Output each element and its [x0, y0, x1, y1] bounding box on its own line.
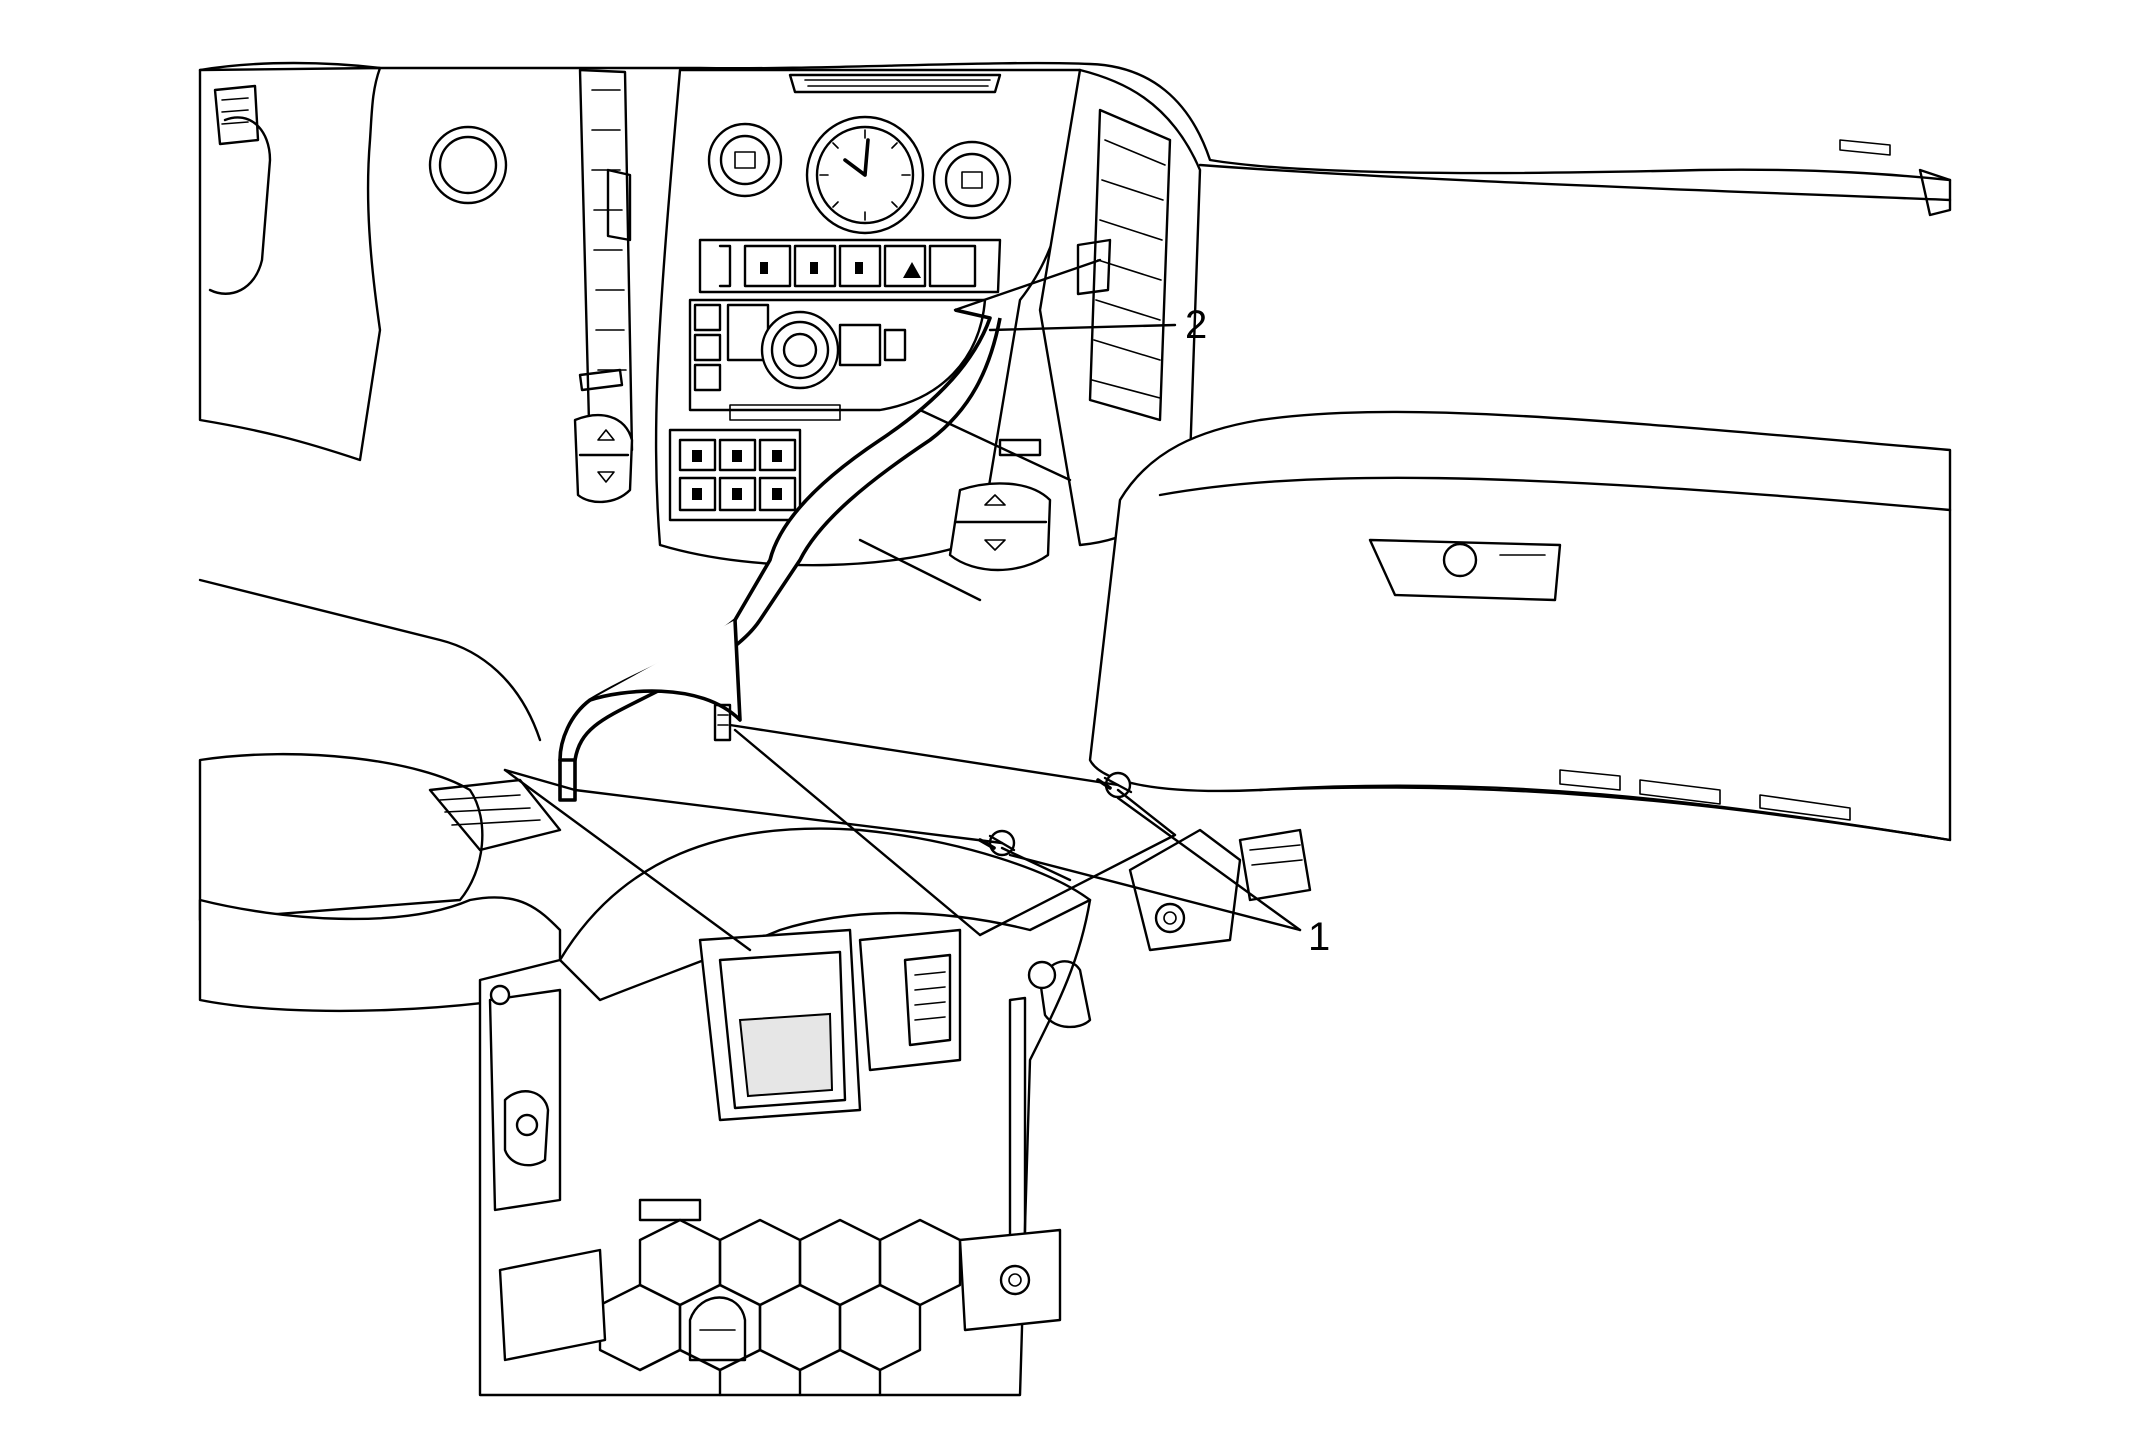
console-bracket — [478, 827, 1092, 1397]
callout-2: 2 — [988, 303, 1207, 347]
callout-label-1: 1 — [1308, 915, 1330, 959]
center-trim-panel — [558, 308, 1002, 802]
right-lower-bracket — [1128, 828, 1312, 952]
instrument-panel-upper — [198, 61, 1952, 504]
right-dashboard — [1088, 139, 1952, 842]
callout-1: 1 — [1008, 796, 1330, 959]
guide-lines — [503, 258, 1177, 952]
callout-label-2: 2 — [1185, 303, 1207, 347]
lower-left-panel — [198, 578, 562, 1013]
right-center-vent — [948, 68, 1202, 572]
center-stack — [654, 68, 1082, 567]
